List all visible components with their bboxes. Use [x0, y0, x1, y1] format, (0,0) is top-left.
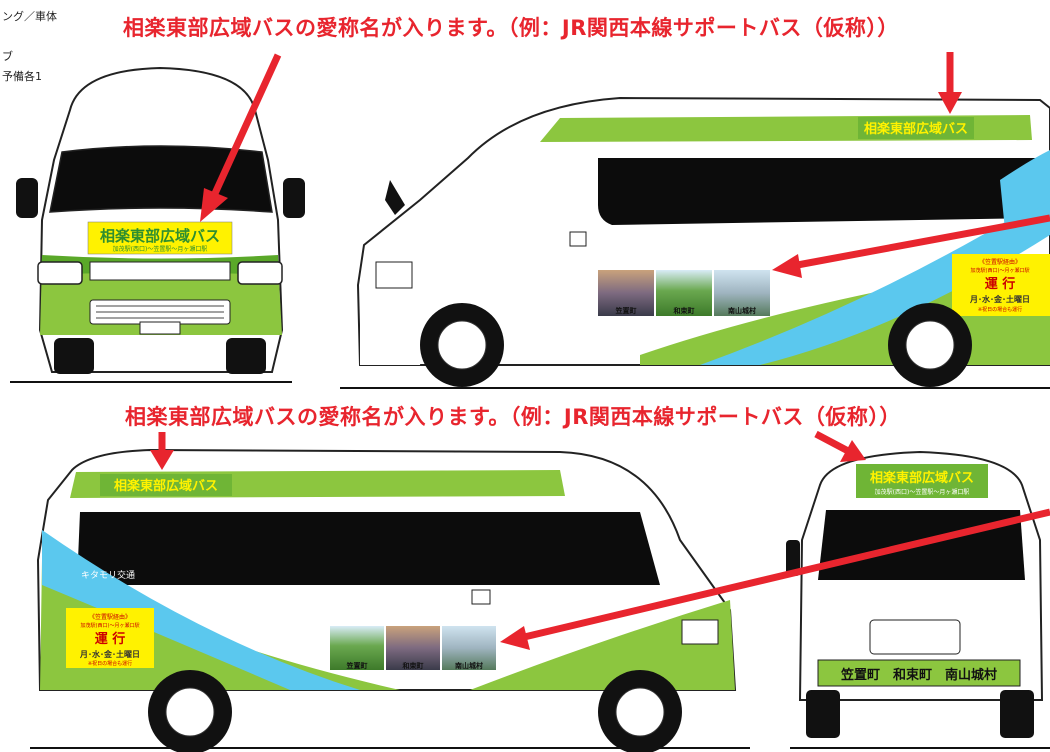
arrow-photos-right [772, 254, 802, 278]
service-route-left: 加茂駅(西口)～月ヶ瀬口駅 [81, 622, 140, 629]
bus-rear-view: 相楽東部広域バス 加茂駅(西口)～笠置駅～月ヶ瀬口駅 笠置町 和束町 南山城村 [786, 450, 1044, 738]
bus-right-side-view: 相楽東部広域バス 《笠置駅経由》 加茂駅(西口)～月ヶ瀬口駅 運 行 月･水･金… [356, 96, 1050, 387]
operator-name: キタモリ交通 [81, 569, 135, 581]
arrow-side-roof-right [938, 92, 962, 114]
service-note-right: ※祝日の場合も運行 [978, 306, 1022, 313]
headline-middle: 相楽東部広域バスの愛称名が入ります。（例：JR関西本線サポートバス（仮称）） [125, 405, 901, 429]
rear-area-plate: 笠置町 和束町 南山城村 [840, 667, 997, 683]
arrow-rear-sign [840, 440, 866, 462]
spec-note-3: 予備各1 [2, 70, 42, 83]
side-roof-sign-left: 相楽東部広域バス [114, 478, 218, 494]
arrow-photos-left [500, 626, 530, 650]
photo-label-left-1: 笠置町 [346, 661, 368, 670]
side-roof-sign-right: 相楽東部広域バス [864, 121, 968, 137]
service-days-left: 月･水･金･土曜日 [79, 649, 140, 659]
service-days-right: 月･水･金･土曜日 [969, 294, 1030, 304]
service-note-left: ※祝日の場合も運行 [88, 660, 132, 667]
rear-sign-sub: 加茂駅(西口)～笠置駅～月ヶ瀬口駅 [875, 488, 970, 496]
photo-label-right-1: 笠置町 [615, 306, 637, 315]
headline-top: 相楽東部広域バスの愛称名が入ります。（例：JR関西本線サポートバス（仮称）） [123, 16, 899, 40]
spec-note-2: ブ [2, 50, 13, 63]
front-sign-title: 相楽東部広域バス [100, 227, 220, 245]
service-operate-right: 運 行 [985, 276, 1016, 292]
photo-label-right-2: 和束町 [673, 306, 695, 315]
rear-sign-title: 相楽東部広域バス [870, 470, 974, 486]
photo-label-right-3: 南山城村 [728, 306, 756, 315]
spec-note-1: ング／車体 [2, 10, 57, 23]
front-sign-sub: 加茂駅(西口)～笠置駅～月ヶ瀬口駅 [113, 245, 208, 253]
service-top-left: 《笠置駅経由》 [89, 613, 131, 621]
photo-label-left-2: 和束町 [402, 661, 424, 670]
service-route-right: 加茂駅(西口)～月ヶ瀬口駅 [971, 267, 1030, 274]
service-top-right: 《笠置駅経由》 [979, 258, 1021, 266]
photo-label-left-3: 南山城村 [455, 661, 483, 670]
bus-left-side-view: 相楽東部広域バス キタモリ交通 《笠置駅経由》 加茂駅(西口)～月ヶ瀬口駅 運 … [36, 448, 737, 752]
bus-front-view: 相楽東部広域バス 加茂駅(西口)～笠置駅～月ヶ瀬口駅 [16, 66, 305, 374]
arrow-side-roof-left [150, 450, 174, 470]
arrow-front-sign [200, 188, 228, 222]
service-operate-left: 運 行 [95, 631, 126, 647]
callout-arrows [150, 52, 1050, 650]
front-destination-sign [87, 221, 233, 255]
